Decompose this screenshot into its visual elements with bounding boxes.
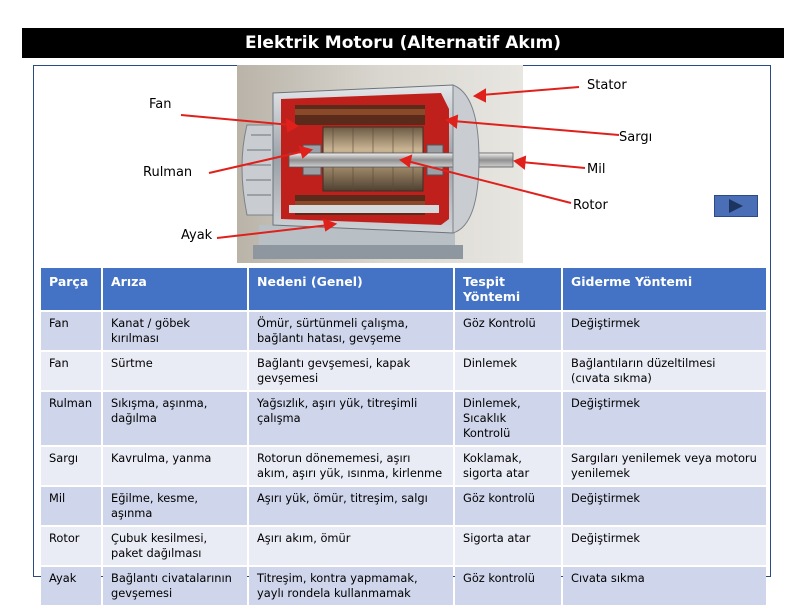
cell-tespit: Sigorta atar <box>455 527 561 565</box>
cell-parca: Fan <box>41 352 101 390</box>
cell-tespit: Göz kontrolü <box>455 487 561 525</box>
table-header-row: Parça Arıza Nedeni (Genel) Tespit Yöntem… <box>41 268 766 310</box>
table-row: Sargı Kavrulma, yanma Rotorun dönememesi… <box>41 447 766 485</box>
cell-giderme: Değiştirmek <box>563 487 766 525</box>
cell-ariza: Kavrulma, yanma <box>103 447 247 485</box>
motor-diagram: Fan Rulman Ayak Stator Sargı Mil Rotor <box>33 65 771 263</box>
label-stator: Stator <box>587 78 627 93</box>
cell-nedeni: Aşırı akım, ömür <box>249 527 453 565</box>
cell-giderme: Bağlantıların düzeltilmesi (cıvata sıkma… <box>563 352 766 390</box>
cell-nedeni: Yağsızlık, aşırı yük, titreşimli çalışma <box>249 392 453 445</box>
label-ayak: Ayak <box>181 228 213 243</box>
motor-housing <box>272 84 514 234</box>
label-fan: Fan <box>149 97 172 112</box>
cell-parca: Fan <box>41 312 101 350</box>
cell-nedeni: Rotorun dönememesi, aşırı akım, aşırı yü… <box>249 447 453 485</box>
fan-guard <box>241 124 274 216</box>
header-nedeni: Nedeni (Genel) <box>249 268 453 310</box>
label-rotor: Rotor <box>573 198 608 213</box>
cell-nedeni: Ömür, sürtünmeli çalışma, bağlantı hatas… <box>249 312 453 350</box>
cell-ariza: Sıkışma, aşınma, dağılma <box>103 392 247 445</box>
cell-ariza: Sürtme <box>103 352 247 390</box>
cell-tespit: Koklamak, sigorta atar <box>455 447 561 485</box>
cell-giderme: Sargıları yenilemek veya motoru yenileme… <box>563 447 766 485</box>
label-rulman: Rulman <box>143 165 193 180</box>
next-slide-button[interactable] <box>714 195 758 217</box>
header-tespit: Tespit Yöntemi <box>455 268 561 310</box>
callout-arrows <box>180 86 620 239</box>
table-row: Fan Kanat / göbek kırılması Ömür, sürtün… <box>41 312 766 350</box>
table-row: Mil Eğilme, kesme, aşınma Aşırı yük, ömü… <box>41 487 766 525</box>
cell-ariza: Kanat / göbek kırılması <box>103 312 247 350</box>
cell-ariza: Çubuk kesilmesi, paket dağılması <box>103 527 247 565</box>
label-sargi: Sargı <box>619 130 653 145</box>
cell-tespit: Göz kontrolü <box>455 567 561 605</box>
table-row: Rulman Sıkışma, aşınma, dağılma Yağsızlı… <box>41 392 766 445</box>
table-row: Rotor Çubuk kesilmesi, paket dağılması A… <box>41 527 766 565</box>
cell-nedeni: Aşırı yük, ömür, titreşim, salgı <box>249 487 453 525</box>
cell-parca: Mil <box>41 487 101 525</box>
cell-giderme: Değiştirmek <box>563 527 766 565</box>
cell-ariza: Eğilme, kesme, aşınma <box>103 487 247 525</box>
label-mil: Mil <box>587 162 606 177</box>
header-parca: Parça <box>41 268 101 310</box>
cell-parca: Sargı <box>41 447 101 485</box>
cell-parca: Rulman <box>41 392 101 445</box>
motor-cutaway-image <box>180 65 620 263</box>
play-triangle-icon <box>729 199 743 213</box>
cell-tespit: Dinlemek, Sıcaklık Kontrolü <box>455 392 561 445</box>
table-row: Ayak Bağlantı civatalarının gevşemesi Ti… <box>41 567 766 605</box>
cell-ariza: Bağlantı civatalarının gevşemesi <box>103 567 247 605</box>
slide-title: Elektrik Motoru (Alternatif Akım) <box>22 28 784 58</box>
cell-tespit: Dinlemek <box>455 352 561 390</box>
cell-giderme: Değiştirmek <box>563 392 766 445</box>
header-giderme: Giderme Yöntemi <box>563 268 766 310</box>
header-ariza: Arıza <box>103 268 247 310</box>
cell-parca: Rotor <box>41 527 101 565</box>
fault-table: Parça Arıza Nedeni (Genel) Tespit Yöntem… <box>39 266 768 607</box>
cell-giderme: Değiştirmek <box>563 312 766 350</box>
cell-nedeni: Titreşim, kontra yapmamak, yaylı rondela… <box>249 567 453 605</box>
table-row: Fan Sürtme Bağlantı gevşemesi, kapak gev… <box>41 352 766 390</box>
cell-tespit: Göz Kontrolü <box>455 312 561 350</box>
cell-nedeni: Bağlantı gevşemesi, kapak gevşemesi <box>249 352 453 390</box>
cell-giderme: Cıvata sıkma <box>563 567 766 605</box>
cell-parca: Ayak <box>41 567 101 605</box>
